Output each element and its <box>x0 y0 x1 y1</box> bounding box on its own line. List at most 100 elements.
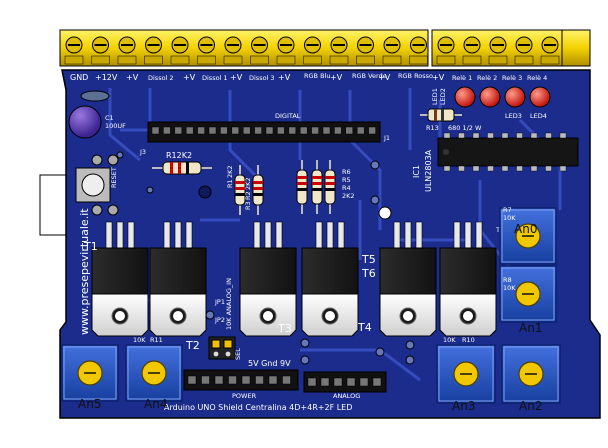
website-label: www.presepevirtuale.it <box>78 208 91 335</box>
j3-label: J3 <box>139 148 146 156</box>
terminal-label-dissol3: Dissol 3 <box>249 74 275 82</box>
r12-label: R12K2 <box>166 151 192 160</box>
resistor-icon <box>311 160 323 214</box>
terminal-block-end <box>561 29 591 67</box>
terminal-screw-icon[interactable] <box>276 36 296 65</box>
header-pin <box>228 375 237 385</box>
header-pin <box>268 375 278 385</box>
header-pin <box>241 375 251 385</box>
header-pin <box>255 375 264 385</box>
terminal-label-dissol1: Dissol 1 <box>202 74 228 82</box>
resistor-label: R5 <box>342 176 351 184</box>
terminal-label-rgb-rosso: RGB Rosso <box>398 72 433 80</box>
resistor-icon <box>252 165 264 215</box>
power-header: POWER <box>183 369 299 400</box>
terminal-screw-icon[interactable] <box>117 36 137 65</box>
header-pin <box>187 375 197 385</box>
pot-label-an1: An1 <box>519 321 542 335</box>
led-icon <box>454 86 476 108</box>
led4-label: LED4 <box>530 112 547 120</box>
led3-label: LED3 <box>505 112 522 120</box>
terminal-label-v1: +V <box>126 73 139 82</box>
resistor-label: 2K2 <box>342 192 355 200</box>
pot-label-an3: An3 <box>452 399 475 413</box>
terminal-screw-icon[interactable] <box>91 36 110 65</box>
potentiometer-knob-icon[interactable] <box>436 344 496 404</box>
potentiometer-knob-icon[interactable] <box>61 344 119 402</box>
terminal-screw-icon[interactable] <box>436 36 456 65</box>
terminal-screw-icon[interactable] <box>144 36 163 65</box>
terminal-screw-icon[interactable] <box>409 36 428 65</box>
pot-small-label: R11 <box>150 336 163 344</box>
r13-label: R13 <box>426 124 439 132</box>
resistor-icon <box>296 160 308 214</box>
terminal-screw-icon[interactable] <box>488 36 508 65</box>
potentiometer-knob-icon[interactable] <box>499 265 557 323</box>
terminal-label-rele3: Relè 3 <box>502 74 522 82</box>
header-pin <box>201 375 210 385</box>
reset-label: RESET <box>110 167 118 188</box>
resistor-r12: R12K2 <box>152 151 212 175</box>
transistor-label-t3: T3 <box>277 322 292 335</box>
header-pin <box>197 126 205 135</box>
resistor-icon <box>324 160 336 214</box>
header-pin <box>345 126 354 135</box>
header-pin <box>231 126 240 135</box>
terminal-screw-icon[interactable] <box>540 36 560 65</box>
header-pin <box>320 377 330 387</box>
analog-label: ANALOG <box>333 392 360 400</box>
jumper-sel-label: SEL <box>234 348 242 360</box>
led-icon <box>504 86 526 108</box>
reset-button[interactable]: RESET <box>75 167 118 203</box>
terminal-screw-icon[interactable] <box>514 36 534 65</box>
header-pin <box>307 377 317 387</box>
analog-header: ANALOG <box>303 371 387 400</box>
terminal-screw-icon[interactable] <box>303 36 322 65</box>
pot-small-label: R7 <box>503 206 512 214</box>
terminal-screw-icon[interactable] <box>250 36 269 65</box>
pot-small-label: 10K <box>133 336 146 344</box>
terminal-screw-icon[interactable] <box>223 36 243 65</box>
header-pin <box>346 377 356 387</box>
jumper-note: 10K ANALOG_IN <box>225 278 233 330</box>
pads <box>91 151 415 365</box>
terminal-screw-icon[interactable] <box>462 36 482 65</box>
led-group: LED1 LED2 LED3 LED4 <box>431 86 551 120</box>
terminal-label-rgb-verde: RGB Verde <box>352 72 387 80</box>
resistor-label: R2 <box>244 191 252 200</box>
terminal-label-rele4: Relè 4 <box>527 74 547 82</box>
pot-small-label: 10K <box>503 214 516 222</box>
digital-label: DIGITAL <box>275 112 301 120</box>
terminal-screw-icon[interactable] <box>197 36 216 65</box>
terminal-screw-icon[interactable] <box>382 36 402 65</box>
resistor-icon <box>234 165 246 215</box>
transistor-row <box>91 221 497 337</box>
terminal-screw-icon[interactable] <box>64 36 84 65</box>
resistor-r13: R13 680 1/2 W <box>420 108 482 132</box>
terminal-label-rgb-blu: RGB Blu <box>304 72 330 80</box>
ic-uln2803a: IC1 ULN2803A <box>412 132 579 192</box>
terminal-screw-icon[interactable] <box>356 36 375 65</box>
header-pin <box>277 126 285 135</box>
potentiometer-knob-icon[interactable] <box>125 344 183 402</box>
pot-small-label: 10K <box>503 284 516 292</box>
terminal-screw-icon[interactable] <box>329 36 349 65</box>
led-icon <box>529 86 551 108</box>
pot-label-an5: An5 <box>78 397 101 411</box>
transistor-icon <box>379 221 437 337</box>
header-pin <box>299 126 308 135</box>
potentiometer-knob-icon[interactable] <box>501 344 561 404</box>
terminal-screw-icon[interactable] <box>170 36 190 65</box>
terminal-label-v5: +V <box>330 73 343 82</box>
header-pin <box>333 377 343 387</box>
header-pin <box>185 126 194 135</box>
pot-label-an2: An2 <box>519 399 542 413</box>
resistor-label: R1 <box>226 179 234 188</box>
terminal-label-v6: +V <box>378 73 391 82</box>
terminal-label-gnd: GND <box>70 73 88 82</box>
terminal-label-v2: +V <box>183 73 196 82</box>
header-pin <box>242 126 251 135</box>
potentiometer-knob-icon[interactable] <box>499 207 557 265</box>
